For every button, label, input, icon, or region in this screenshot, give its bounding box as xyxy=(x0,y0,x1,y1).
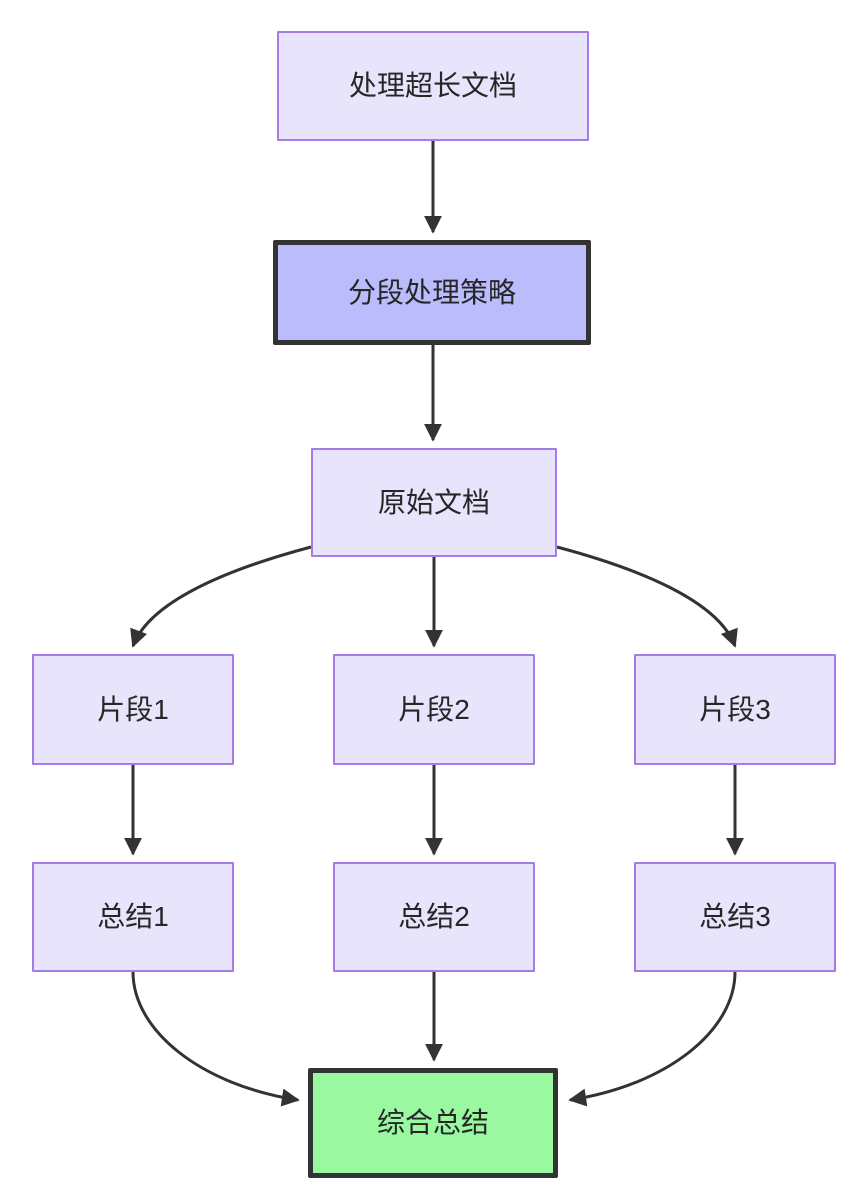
node-label: 总结3 xyxy=(699,901,771,933)
node-fragment-3[interactable]: 片段3 xyxy=(634,654,836,765)
node-comprehensive-summary[interactable]: 综合总结 xyxy=(308,1068,558,1178)
node-label: 总结2 xyxy=(398,901,470,933)
node-original-document[interactable]: 原始文档 xyxy=(311,448,557,557)
edge-sum1-to-final xyxy=(131,971,300,1107)
edge-source-to-frag1 xyxy=(130,545,312,648)
node-chunking-strategy[interactable]: 分段处理策略 xyxy=(273,240,591,345)
node-process-long-document[interactable]: 处理超长文档 xyxy=(277,31,589,141)
node-label: 分段处理策略 xyxy=(347,276,516,308)
node-summary-3[interactable]: 总结3 xyxy=(634,862,836,972)
node-summary-2[interactable]: 总结2 xyxy=(333,862,535,972)
node-label: 原始文档 xyxy=(377,486,490,518)
edge-source-to-frag3 xyxy=(556,545,738,648)
node-label: 处理超长文档 xyxy=(348,70,517,102)
node-fragment-1[interactable]: 片段1 xyxy=(32,654,234,765)
node-fragment-2[interactable]: 片段2 xyxy=(333,654,535,765)
node-label: 综合总结 xyxy=(376,1107,489,1139)
node-label: 片段2 xyxy=(398,693,470,725)
edge-sum3-to-final xyxy=(568,971,737,1107)
node-label: 片段3 xyxy=(699,693,771,725)
node-label: 片段1 xyxy=(97,693,169,725)
node-summary-1[interactable]: 总结1 xyxy=(32,862,234,972)
node-label: 总结1 xyxy=(97,901,169,933)
